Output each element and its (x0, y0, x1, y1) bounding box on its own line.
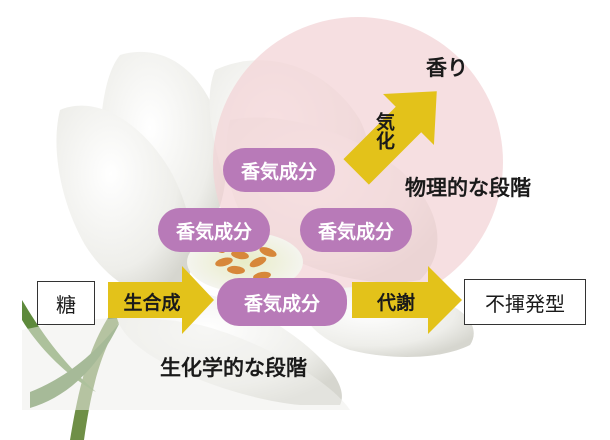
aroma-component-top: 香気成分 (223, 148, 335, 192)
lily-lower-fill (22, 318, 350, 410)
scent-label: 香り (426, 56, 468, 80)
biosynthesis-label: 生合成 (123, 292, 181, 314)
aroma-component-left: 香気成分 (158, 208, 270, 252)
nonvolatile-box: 不揮発型 (464, 279, 586, 325)
metabolism-label: 代謝 (376, 292, 415, 314)
vaporize-arrow (343, 91, 437, 185)
aroma-component-center: 香気成分 (217, 278, 347, 326)
biochemical-stage-label: 生化学的な段階 (160, 356, 307, 380)
aroma-component-right: 香気成分 (300, 208, 412, 252)
lily-petal (56, 105, 193, 301)
vaporize-label: 気化 (373, 112, 395, 150)
metabolism-arrow (352, 266, 462, 334)
physical-stage-label: 物理的な段階 (405, 176, 531, 200)
biosynthesis-arrow (108, 266, 214, 334)
sugar-box: 糖 (37, 281, 95, 325)
